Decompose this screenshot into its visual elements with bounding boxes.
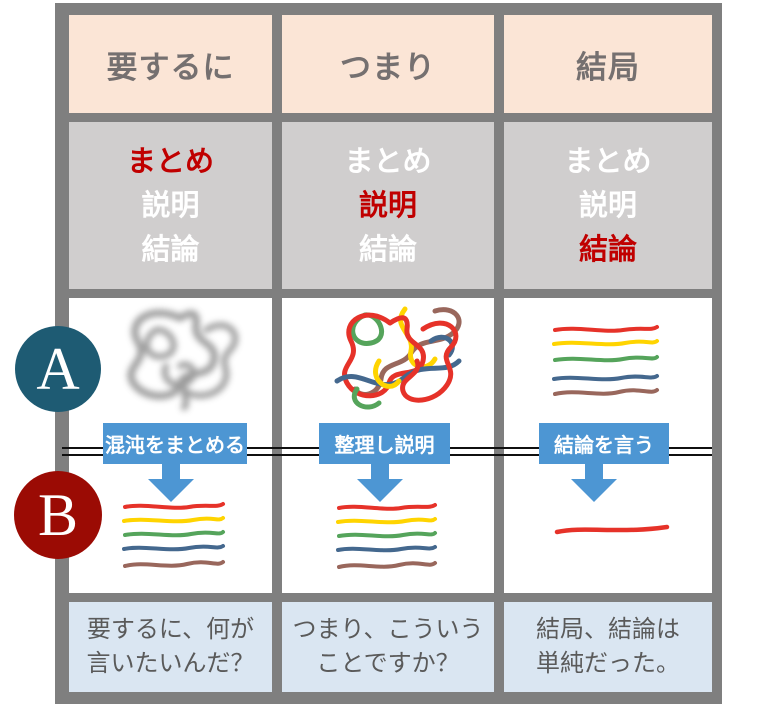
keyword-ketsuron: 結論 bbox=[358, 233, 417, 266]
example-cell-2: つまり、こういう ことですか？ bbox=[282, 602, 494, 692]
keyword-cell: まとめ 説明 結論 bbox=[69, 122, 272, 289]
row-marker-a-badge: A bbox=[15, 326, 101, 412]
keyword-setsumei: 説明 bbox=[358, 189, 417, 222]
example-sentence-line: 結局、結論は bbox=[536, 616, 680, 643]
down-arrow-icon bbox=[357, 464, 403, 502]
example-sentence-line: 要するに、何が bbox=[86, 616, 255, 643]
keyword-matome: まとめ bbox=[564, 145, 652, 178]
comparison-table: 要するに つまり 結局 まとめ 説明 結論 まとめ 説明 結論 まとめ 説明 結… bbox=[55, 3, 722, 704]
action-label-3: 結論を言う bbox=[539, 423, 669, 464]
column-header-kekkyoku: 結局 bbox=[504, 15, 712, 113]
column-header-tsumari: つまり bbox=[282, 15, 494, 113]
action-label-2: 整理し説明 bbox=[319, 423, 450, 464]
example-sentence-line: つまり、こういう bbox=[292, 616, 484, 643]
keyword-cell: まとめ 説明 結論 bbox=[504, 122, 712, 289]
down-arrow-icon bbox=[148, 464, 194, 502]
example-cell-1: 要するに、何が 言いたいんだ？ bbox=[69, 602, 272, 692]
keyword-setsumei: 説明 bbox=[141, 189, 200, 222]
keyword-matome: まとめ bbox=[344, 145, 432, 178]
example-sentence-line: 言いたいんだ？ bbox=[86, 650, 255, 677]
tangle-to-lines-drawing bbox=[334, 306, 462, 569]
action-label-1: 混沌をまとめる bbox=[103, 423, 247, 464]
lines-to-conclusion-drawing bbox=[552, 325, 670, 535]
column-header-yousuruni: 要するに bbox=[69, 15, 272, 113]
keyword-cell: まとめ 説明 結論 bbox=[282, 122, 494, 289]
example-cell-3: 結局、結論は 単純だった。 bbox=[504, 602, 712, 692]
example-sentence-line: ことですか？ bbox=[316, 650, 460, 677]
down-arrow-icon bbox=[571, 464, 617, 502]
keyword-ketsuron: 結論 bbox=[578, 233, 637, 266]
chaos-to-summary-drawing bbox=[122, 309, 239, 568]
row-marker-b-badge: B bbox=[14, 471, 102, 559]
illustration-cell-3 bbox=[504, 298, 712, 593]
keyword-ketsuron: 結論 bbox=[141, 233, 200, 266]
example-sentence-line: 単純だった。 bbox=[536, 650, 680, 677]
keyword-setsumei: 説明 bbox=[578, 189, 637, 222]
keyword-matome: まとめ bbox=[126, 145, 214, 178]
